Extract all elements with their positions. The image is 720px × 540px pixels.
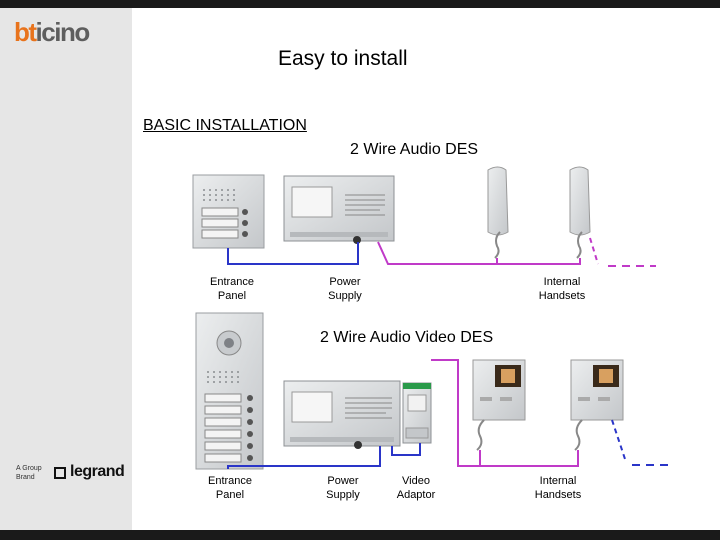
group-brand-text: A Group Brand	[16, 465, 42, 481]
legrand-square-icon	[54, 467, 66, 479]
wires-video	[227, 359, 668, 469]
audio-video-des-heading: 2 Wire Audio Video DES	[320, 329, 494, 346]
logo-rest-letters: icino	[35, 17, 91, 47]
wires-audio	[227, 237, 656, 267]
legrand-text: legrand	[70, 463, 125, 480]
handset-audio-2	[569, 166, 591, 259]
logo-accent-letters: bt	[14, 17, 37, 47]
video-handset-1	[472, 359, 526, 451]
power-supply-video	[283, 380, 401, 449]
entrance-panel-audio	[192, 174, 265, 249]
label-power-supply-audio: Power Supply	[328, 276, 362, 302]
label-internal-handsets-audio: Internal Handsets	[538, 276, 586, 302]
bticino-logo: bticino	[14, 18, 118, 46]
section-heading: BASIC INSTALLATION	[143, 117, 307, 134]
handset-audio-1	[487, 166, 509, 259]
page-title: Easy to install	[278, 47, 408, 70]
label-power-supply-video: Power Supply	[326, 475, 360, 501]
label-internal-handsets-video: Internal Handsets	[534, 475, 582, 501]
video-handset-2	[570, 359, 624, 451]
legrand-logo: A Group Brand legrand	[16, 462, 126, 488]
label-entrance-panel-audio: Entrance Panel	[209, 276, 255, 302]
bottom-bar	[0, 530, 720, 540]
entrance-panel-video	[195, 312, 264, 470]
label-entrance-panel-video: Entrance Panel	[207, 475, 253, 501]
label-video-adaptor: Video Adaptor	[396, 475, 436, 501]
power-supply-audio	[283, 175, 395, 244]
video-adaptor	[402, 382, 432, 444]
top-bar	[0, 0, 720, 8]
audio-des-heading: 2 Wire Audio DES	[350, 141, 479, 158]
sidebar	[0, 8, 132, 530]
